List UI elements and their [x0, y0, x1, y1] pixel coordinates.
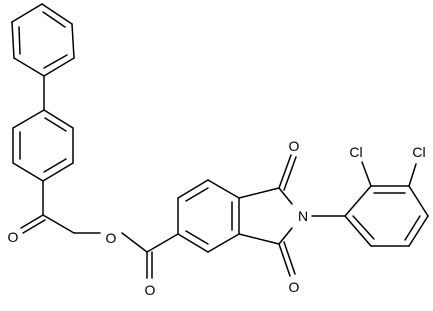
imide-ring	[238, 154, 297, 277]
atom-labels: O O O O O N Cl Cl	[8, 138, 426, 298]
isoindole-benzene-ring	[177, 179, 240, 253]
ester-carbonyl-oxygen-label: O	[145, 282, 156, 298]
ester-oxygen-label: O	[106, 230, 117, 246]
chlorine-ortho-label: Cl	[349, 144, 362, 160]
chlorine-meta-label: Cl	[412, 144, 425, 160]
phenylene-ring	[12, 109, 74, 182]
ester-group	[121, 232, 179, 279]
terminal-phenyl-ring	[11, 3, 75, 77]
imide-oxygen-top-label: O	[289, 138, 300, 154]
imide-oxygen-bottom-label: O	[289, 279, 300, 295]
imide-nitrogen-label: N	[298, 208, 308, 224]
phenacyl-linker	[20, 180, 101, 234]
dichlorophenyl-ring	[344, 161, 429, 247]
ketone-oxygen-label: O	[8, 229, 19, 245]
